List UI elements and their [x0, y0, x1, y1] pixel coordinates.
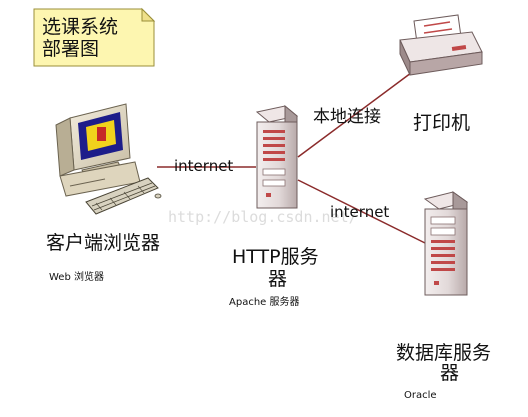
client-node-label: 客户端浏览器: [46, 232, 161, 254]
link-label-http-printer: 本地连接: [313, 107, 381, 127]
http-server-sublabel: Apache 服务器: [229, 297, 300, 308]
link-label-client-http: internet: [174, 157, 234, 175]
watermark-text: http://blog.csdn.net/: [168, 208, 358, 226]
printer-icon: [399, 14, 483, 76]
note-title-line2: 部署图: [42, 38, 100, 60]
http-server-label-line2: 器: [268, 268, 288, 290]
link-label-http-db: internet: [330, 203, 390, 221]
http-server-icon: [255, 104, 299, 209]
printer-label: 打印机: [413, 112, 471, 134]
db-server-sublabel: Oracle: [404, 390, 437, 401]
link-line-http-printer: [297, 69, 416, 158]
db-server-label-line1: 数据库服务: [396, 342, 492, 364]
client-computer-icon: [55, 103, 162, 215]
note-shape: [33, 7, 156, 67]
database-server-icon: [423, 191, 469, 296]
link-line-http-db: [297, 179, 426, 244]
note-title-line1: 选课系统: [42, 16, 119, 38]
note-title: 选课系统 部署图: [42, 16, 147, 60]
http-server-label-line1: HTTP服务: [232, 246, 319, 268]
db-server-label-line2: 器: [440, 362, 460, 384]
client-node-sublabel: Web 浏览器: [49, 272, 104, 283]
